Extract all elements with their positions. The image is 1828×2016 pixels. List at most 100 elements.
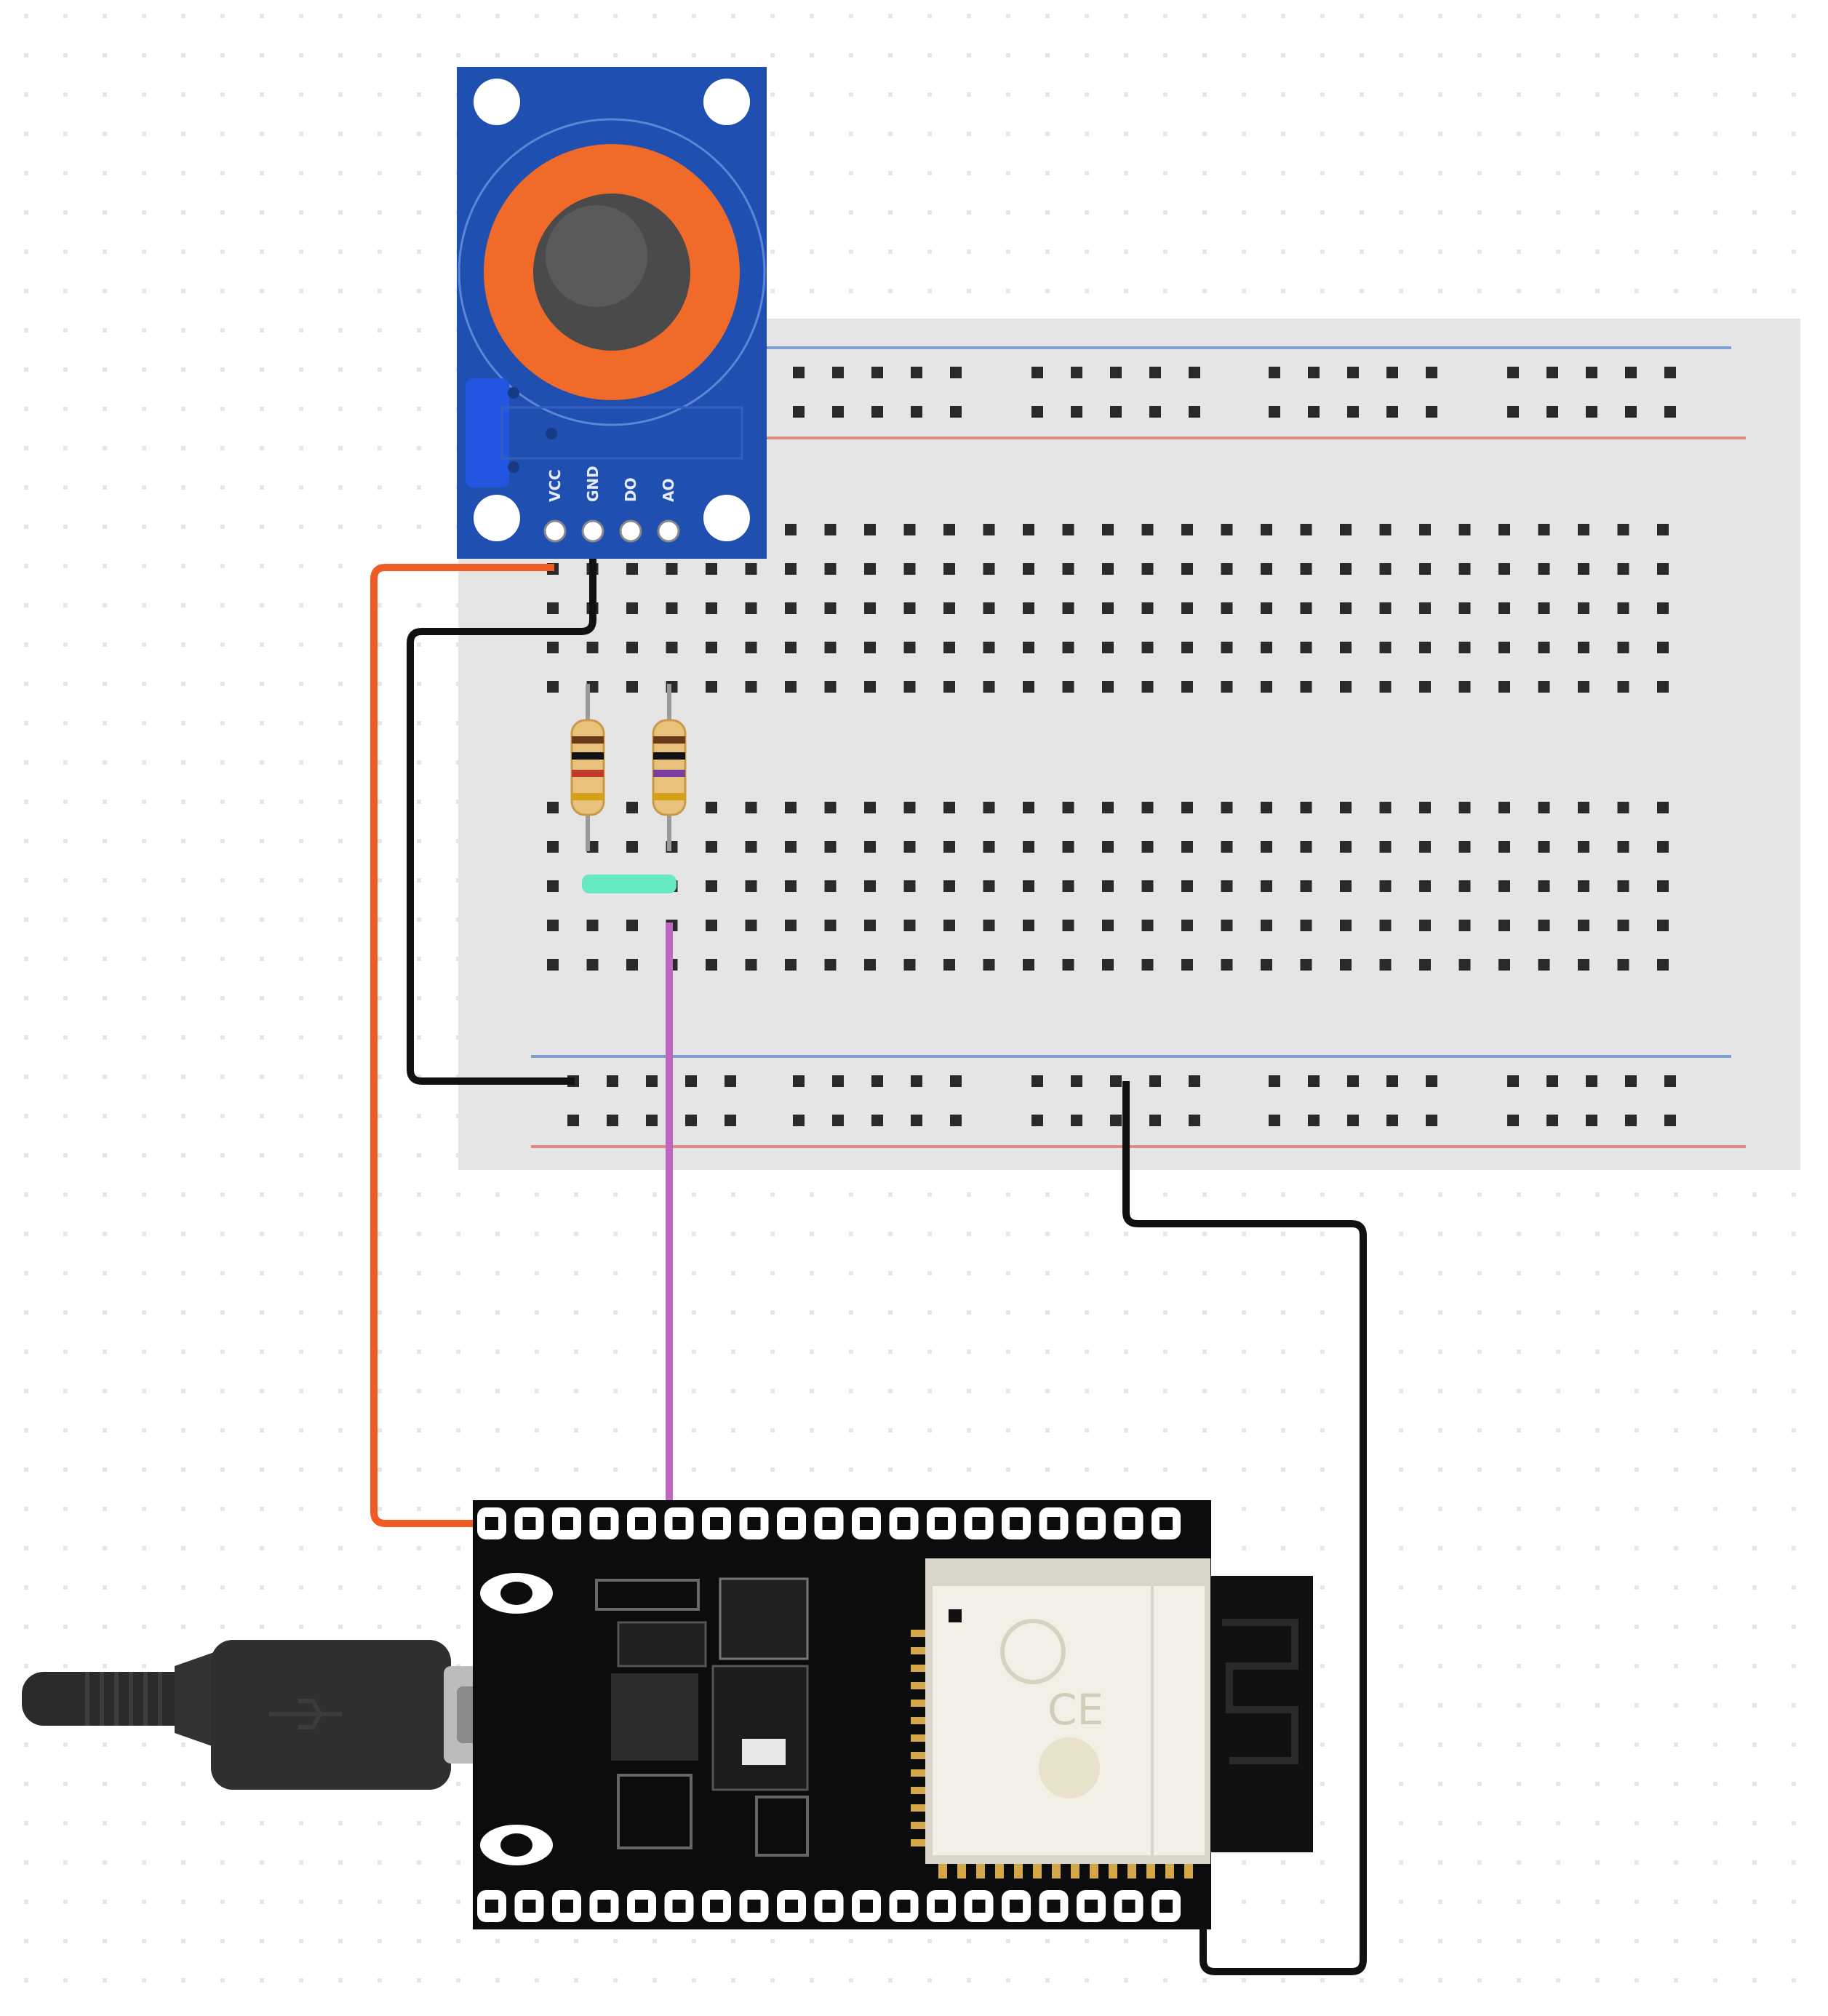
breadboard-hole xyxy=(1379,642,1392,653)
breadboard-hole xyxy=(943,524,955,535)
breadboard-hole xyxy=(1031,367,1043,378)
breadboard-hole xyxy=(871,367,883,378)
breadboard-hole xyxy=(1181,880,1193,892)
breadboard-hole xyxy=(1189,1075,1200,1087)
breadboard-hole xyxy=(1062,642,1074,653)
breadboard-hole xyxy=(1419,524,1431,535)
breadboard-hole xyxy=(1221,563,1233,575)
breadboard-hole xyxy=(1657,602,1669,614)
breadboard-hole xyxy=(1221,959,1233,971)
breadboard-hole xyxy=(1340,602,1352,614)
breadboard-hole xyxy=(1261,642,1272,653)
breadboard-hole xyxy=(745,880,757,892)
breadboard-hole xyxy=(1023,802,1034,813)
breadboard-hole xyxy=(903,602,916,614)
breadboard-hole xyxy=(706,880,717,892)
breadboard-hole xyxy=(1340,802,1352,813)
breadboard-hole xyxy=(1340,841,1352,853)
breadboard-hole xyxy=(1538,524,1550,535)
voltage-regulator xyxy=(711,1665,809,1791)
resistor-left xyxy=(570,684,605,851)
breadboard-hole xyxy=(903,920,916,931)
breadboard-hole xyxy=(1221,880,1233,892)
breadboard-hole xyxy=(864,880,876,892)
breadboard-hole xyxy=(1498,802,1510,813)
breadboard-hole xyxy=(943,563,955,575)
breadboard-hole xyxy=(1586,406,1597,418)
sensor-pin xyxy=(581,519,604,543)
breadboard-hole xyxy=(1379,563,1392,575)
breadboard-hole xyxy=(824,642,837,653)
breadboard-hole xyxy=(1498,841,1510,853)
breadboard-hole xyxy=(1023,681,1034,693)
breadboard-hole xyxy=(666,642,678,653)
breadboard-hole xyxy=(1507,1075,1519,1087)
mount-hole xyxy=(474,495,520,541)
breadboard-hole xyxy=(871,1075,883,1087)
breadboard-hole xyxy=(1546,367,1558,378)
breadboard-hole xyxy=(1181,524,1193,535)
esp32-top-header xyxy=(477,1507,1181,1539)
breadboard-hole xyxy=(943,959,955,971)
breadboard-hole xyxy=(1189,1115,1200,1126)
breadboard-hole xyxy=(1586,367,1597,378)
breadboard-hole xyxy=(824,602,837,614)
breadboard-hole xyxy=(1071,406,1082,418)
breadboard-hole xyxy=(1102,602,1114,614)
breadboard-hole xyxy=(1538,602,1550,614)
breadboard-hole xyxy=(1498,920,1510,931)
breadboard-hole xyxy=(646,1115,658,1126)
breadboard-hole xyxy=(1458,802,1471,813)
breadboard-hole xyxy=(824,880,837,892)
breadboard-hole xyxy=(1538,802,1550,813)
breadboard-hole xyxy=(824,802,837,813)
breadboard-hole xyxy=(685,1075,697,1087)
breadboard-hole xyxy=(1340,681,1352,693)
breadboard-hole xyxy=(547,802,559,813)
breadboard-hole xyxy=(1023,841,1034,853)
breadboard-hole xyxy=(1102,959,1114,971)
breadboard-hole xyxy=(745,681,757,693)
breadboard-hole xyxy=(824,841,837,853)
breadboard-hole xyxy=(943,880,955,892)
breadboard-hole xyxy=(547,920,559,931)
breadboard-hole xyxy=(1617,524,1629,535)
breadboard-hole xyxy=(1657,642,1669,653)
breadboard-hole xyxy=(1538,880,1550,892)
breadboard-hole xyxy=(903,524,916,535)
breadboard-hole xyxy=(911,367,922,378)
breadboard-hole xyxy=(983,920,995,931)
mount-hole xyxy=(703,495,750,541)
breadboard-hole xyxy=(1308,1075,1320,1087)
breadboard-hole xyxy=(1657,802,1669,813)
breadboard-hole xyxy=(1110,406,1122,418)
breadboard-hole xyxy=(1141,841,1154,853)
breadboard-hole xyxy=(983,802,995,813)
breadboard-hole xyxy=(1141,920,1154,931)
breadboard-hole xyxy=(626,841,638,853)
breadboard-hole xyxy=(1340,920,1352,931)
breadboard-hole xyxy=(832,1115,844,1126)
breadboard-hole xyxy=(1586,1075,1597,1087)
breadboard-hole xyxy=(785,880,797,892)
breadboard-hole xyxy=(1578,802,1589,813)
breadboard-hole xyxy=(1221,802,1233,813)
breadboard-hole xyxy=(1426,1115,1437,1126)
breadboard-hole xyxy=(1458,920,1471,931)
breadboard-hole xyxy=(1300,642,1312,653)
breadboard-hole xyxy=(903,802,916,813)
breadboard-hole xyxy=(1261,959,1272,971)
breadboard-hole xyxy=(725,1115,736,1126)
breadboard-hole xyxy=(1110,367,1122,378)
breadboard-hole xyxy=(1141,681,1154,693)
breadboard-hole xyxy=(793,406,805,418)
breadboard-hole xyxy=(745,802,757,813)
wroom-pads xyxy=(911,1630,1193,1878)
breadboard-hole xyxy=(1300,681,1312,693)
breadboard-hole xyxy=(1617,880,1629,892)
breadboard-hole xyxy=(1261,880,1272,892)
breadboard-hole xyxy=(1149,1075,1161,1087)
breadboard-hole xyxy=(1110,1075,1122,1087)
breadboard-hole xyxy=(911,1075,922,1087)
breadboard-hole xyxy=(911,406,922,418)
